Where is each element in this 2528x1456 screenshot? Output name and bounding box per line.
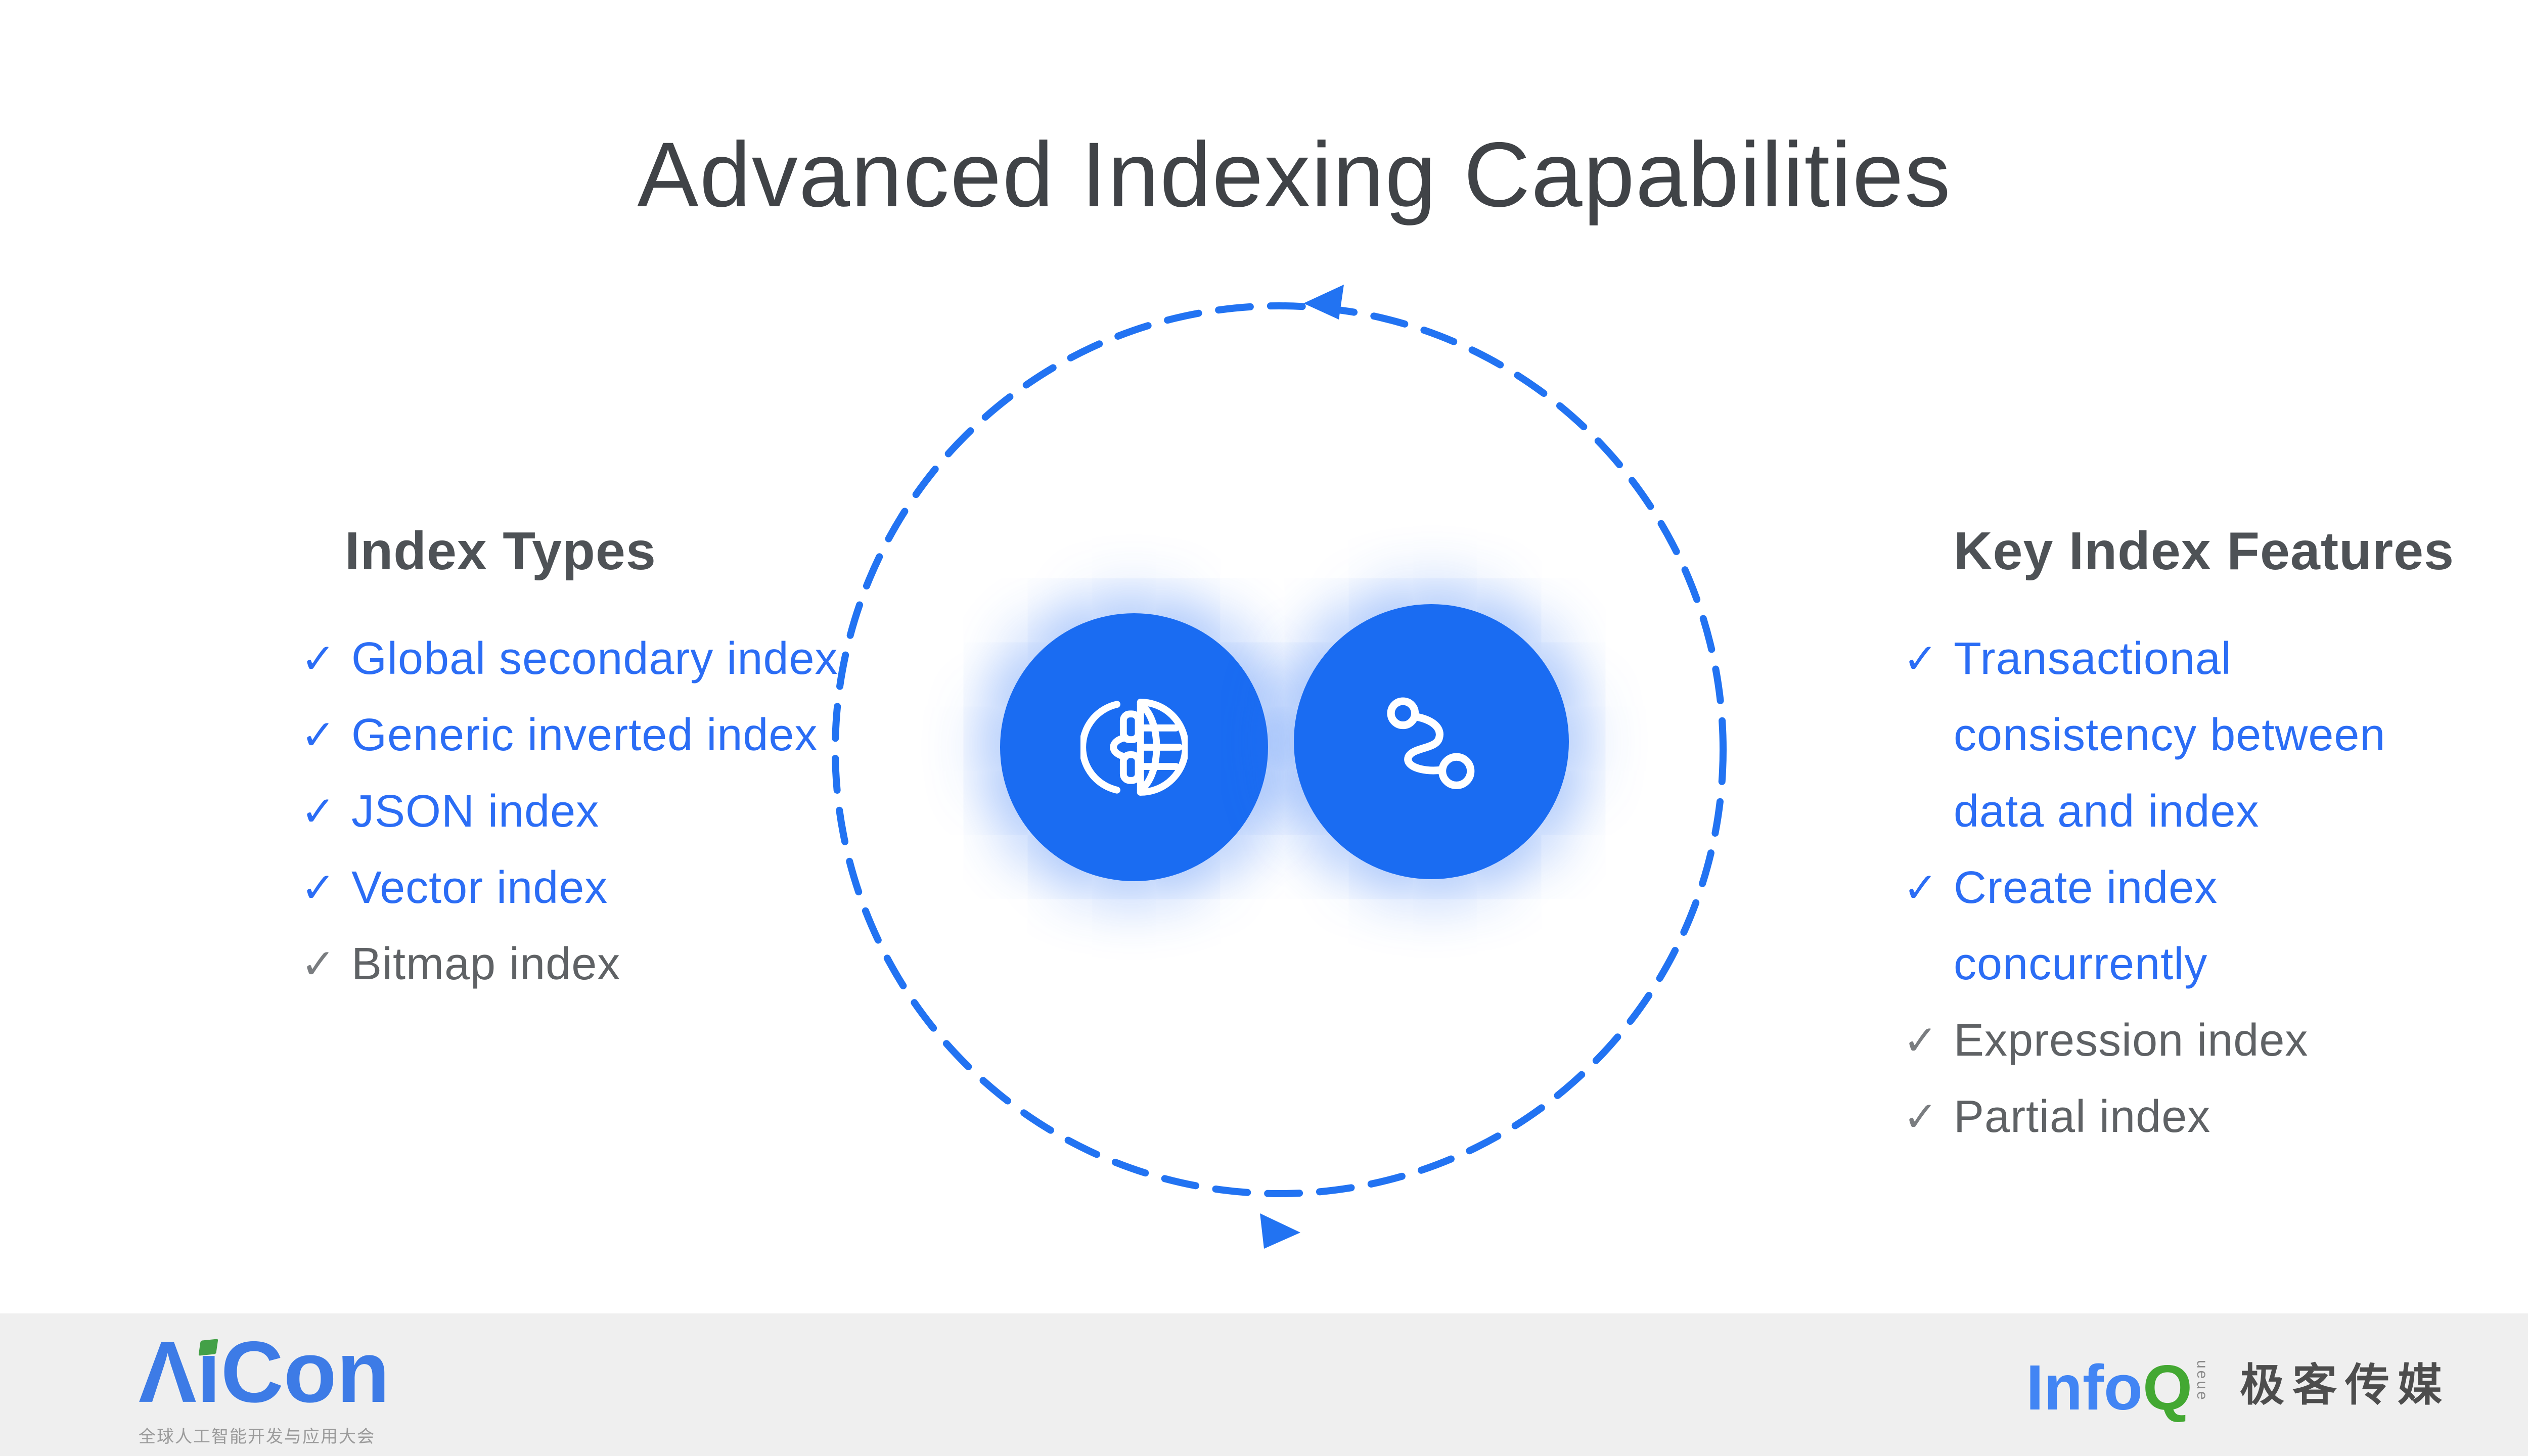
check-icon: ✓ xyxy=(1903,1094,1938,1140)
list-item-label: consistency between xyxy=(1954,710,2386,760)
list-item-label: Expression index xyxy=(1954,1015,2309,1066)
list-item-continuation: concurrently xyxy=(1903,926,2386,1003)
list-item-label: data and index xyxy=(1954,786,2260,837)
infoq-logo: Info Q ueue 极客传媒 xyxy=(2026,1356,2450,1421)
aicon-logo: Λ ı Con 全球人工智能开发与应用大会 xyxy=(139,1329,390,1447)
arrow-top-icon xyxy=(1303,285,1344,320)
list-item-continuation: consistency between xyxy=(1903,697,2386,774)
phone-globe-icon xyxy=(1080,699,1188,796)
list-item-label: Vector index xyxy=(351,862,608,913)
right-circle xyxy=(1294,604,1569,879)
infoq-media-text: 极客传媒 xyxy=(2239,1360,2450,1410)
list-item-label: Generic inverted index xyxy=(351,710,818,760)
check-icon: ✓ xyxy=(301,865,336,911)
check-icon: ✓ xyxy=(301,712,336,758)
list-item-label: Partial index xyxy=(1954,1091,2211,1142)
check-icon: ✓ xyxy=(1903,1018,1938,1064)
route-path-icon xyxy=(1387,697,1475,789)
list-item-label: Transactional xyxy=(1954,633,2232,684)
aicon-logo-text: Λ ı Con xyxy=(139,1329,390,1416)
list-item-label: JSON index xyxy=(351,786,600,837)
aicon-logo-a: Λ xyxy=(139,1324,197,1421)
list-item: ✓ Expression index xyxy=(1903,1003,2386,1079)
infoq-logo-ueue: ueue xyxy=(2193,1360,2210,1402)
list-item: ✓ Partial index xyxy=(1903,1079,2386,1155)
aicon-logo-i: ı xyxy=(197,1329,221,1416)
check-icon: ✓ xyxy=(1903,636,1938,682)
list-item: ✓ JSON index xyxy=(301,774,838,850)
check-icon: ✓ xyxy=(301,941,336,987)
list-item: ✓ Vector index xyxy=(301,850,838,926)
aicon-logo-i-stem: ı xyxy=(196,1324,221,1421)
arrow-bottom-icon xyxy=(1260,1213,1300,1249)
check-icon: ✓ xyxy=(301,636,336,682)
list-item-label: concurrently xyxy=(1954,939,2208,989)
list-item-label: Create index xyxy=(1954,862,2218,913)
list-item: ✓ Global secondary index xyxy=(301,621,838,697)
list-item-label: Bitmap index xyxy=(351,939,621,989)
aicon-logo-con: Con xyxy=(220,1324,390,1421)
key-index-features-list: ✓ Transactional consistency between data… xyxy=(1903,621,2386,1155)
infoq-logo-info: Info xyxy=(2026,1352,2143,1423)
key-index-features-heading: Key Index Features xyxy=(1954,521,2455,581)
footer-bar: Λ ı Con 全球人工智能开发与应用大会 Info Q ueue 极客传媒 xyxy=(0,1313,2528,1456)
left-circle xyxy=(1000,613,1268,881)
list-item: ✓ Bitmap index xyxy=(301,926,838,1003)
check-icon: ✓ xyxy=(1903,865,1938,911)
index-types-heading: Index Types xyxy=(345,521,656,581)
list-item: ✓ Transactional xyxy=(1903,621,2386,697)
infoq-logo-q: Q xyxy=(2142,1352,2192,1423)
index-types-list: ✓ Global secondary index ✓ Generic inver… xyxy=(301,621,838,1003)
list-item-label: Global secondary index xyxy=(351,633,838,684)
list-item-continuation: data and index xyxy=(1903,774,2386,850)
check-icon: ✓ xyxy=(301,789,336,835)
aicon-tagline: 全球人工智能开发与应用大会 xyxy=(139,1427,375,1446)
list-item: ✓ Create index xyxy=(1903,850,2386,926)
aicon-green-dot-icon xyxy=(198,1339,218,1356)
cycle-ring-circle xyxy=(832,302,1727,1197)
list-item: ✓ Generic inverted index xyxy=(301,697,838,774)
page-title: Advanced Indexing Capabilities xyxy=(637,123,1952,226)
